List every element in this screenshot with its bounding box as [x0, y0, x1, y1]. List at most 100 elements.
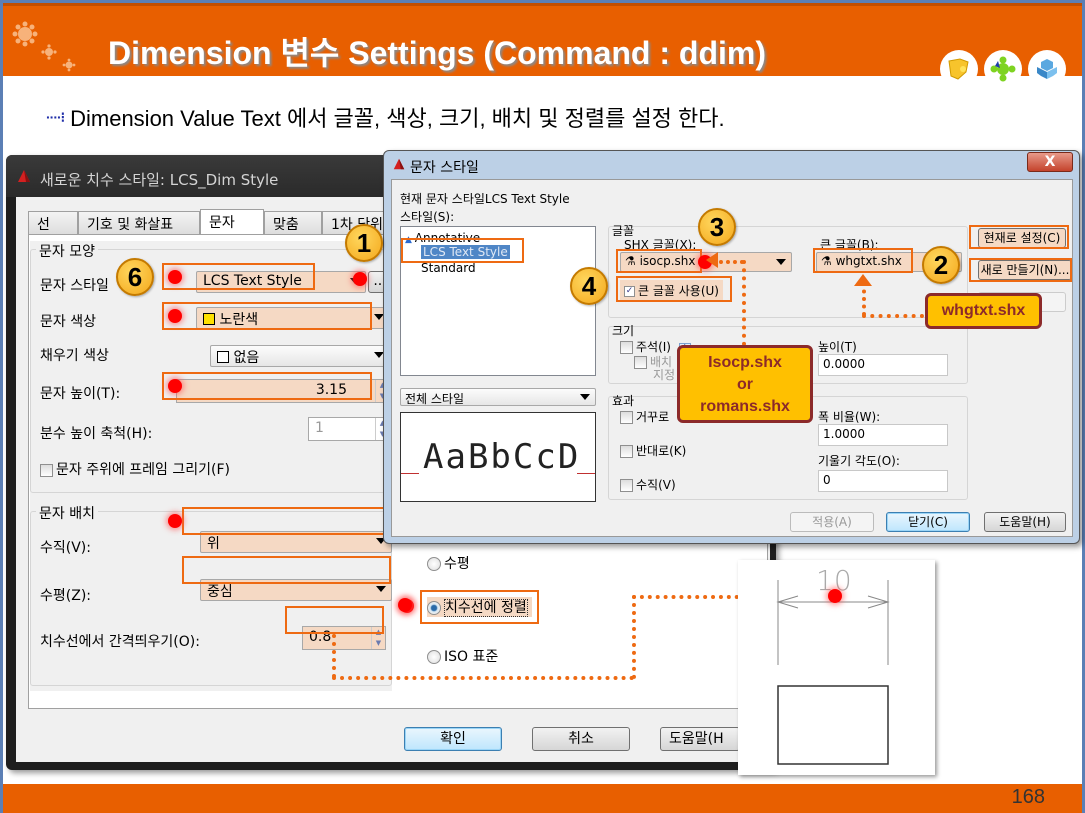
draw-frame-checkbox[interactable]: 문자 주위에 프레임 그리기(F): [40, 459, 230, 479]
tab-symbols-arrows[interactable]: 기호 및 화살표: [78, 211, 200, 235]
oblique-angle-input[interactable]: 0: [818, 470, 948, 492]
red-marker: [168, 270, 182, 284]
highlight-big-font: [813, 248, 913, 273]
horizontal-label: 수평(Z):: [40, 588, 91, 604]
connector-line: [632, 595, 818, 599]
annotative-icon: ▲: [405, 235, 415, 245]
style-item-lcs-text-style[interactable]: LCS Text Style: [421, 245, 510, 259]
spinner-arrows[interactable]: ▲▼: [375, 380, 389, 402]
step-badge-2: 2: [922, 246, 960, 284]
tab-lines[interactable]: 선: [28, 211, 78, 235]
new-style-button[interactable]: 새로 만들기(N)...: [978, 260, 1072, 280]
ok-button[interactable]: 확인: [404, 727, 502, 751]
shx-font-label: SHX 글꼴(X):: [624, 238, 697, 252]
radio-iso-standard[interactable]: ISO 표준: [427, 646, 498, 666]
radio-button-selected[interactable]: [427, 601, 441, 615]
highlight-vertical: [182, 507, 391, 535]
shx-font-icon: ⚗: [625, 254, 640, 268]
height-input[interactable]: 0.0000: [818, 354, 948, 376]
highlight-shx-font: [616, 249, 702, 273]
text-style-dialog-title: 문자 스타일: [410, 160, 479, 176]
slide-subtitle: ····⁝ Dimension Value Text 에서 글꼴, 색상, 크기…: [46, 101, 725, 133]
highlight-lcs-style: [401, 238, 524, 263]
radio-button[interactable]: [427, 650, 441, 664]
radio-button[interactable]: [427, 557, 441, 571]
checkbox-checked[interactable]: ✓: [624, 286, 635, 297]
help-button[interactable]: 도움말(H): [984, 512, 1066, 532]
upside-down-checkbox[interactable]: 거꾸로: [620, 408, 669, 425]
radio-horizontal[interactable]: 수평: [427, 553, 470, 573]
slide-footer: [3, 784, 1082, 813]
highlight-new: [969, 258, 1072, 282]
text-style-label: 문자 스타일: [40, 278, 109, 294]
checkbox[interactable]: [620, 479, 633, 492]
fill-color-dropdown[interactable]: 없음: [210, 345, 390, 367]
checkbox[interactable]: [620, 341, 633, 354]
fraction-height-spinner[interactable]: 1 ▲▼: [308, 417, 390, 441]
dimension-preview: 10: [738, 560, 935, 775]
width-factor-input[interactable]: 1.0000: [818, 424, 948, 446]
connector-line: [862, 282, 866, 316]
highlight-use-big-font: [616, 276, 732, 302]
slide-title: Dimension 변수 Settings (Command : ddim): [108, 35, 767, 71]
close-dialog-button[interactable]: 닫기(C): [886, 512, 970, 532]
tab-text[interactable]: 문자: [200, 209, 264, 235]
chevron-down-icon: [580, 394, 590, 400]
page-number: 168: [1011, 786, 1045, 808]
use-big-font-checkbox[interactable]: ✓큰 글꼴 사용(U): [620, 280, 723, 301]
close-button[interactable]: X: [1027, 152, 1073, 172]
left-settings: 문자 모양 문자 스타일 LCS Text Style ... 문자 색상 노란…: [30, 241, 392, 691]
logo-icons: [940, 50, 1066, 88]
font-group-label: 글꼴: [612, 224, 635, 238]
help-button[interactable]: 도움말(H: [660, 727, 740, 751]
arrowhead-up-icon: [854, 274, 872, 286]
tab-fit[interactable]: 맞춤: [264, 211, 322, 235]
big-font-callout: whgtxt.shx: [925, 293, 1042, 329]
current-style-label: 현재 문자 스타일LCS Text Style: [400, 192, 570, 206]
spinner-arrows[interactable]: ▲▼: [375, 418, 389, 440]
text-style-dropdown[interactable]: LCS Text Style: [196, 271, 366, 293]
vertical-label: 수직(V):: [40, 540, 91, 556]
preview-box: AaBbCcD: [400, 412, 596, 502]
styles-listbox[interactable]: ▲ Annotative LCS Text Style Standard: [400, 226, 596, 376]
tab-bar: 선 기호 및 화살표 문자 맞춤 1차 단위: [28, 209, 392, 235]
styles-label: 스타일(S):: [400, 210, 455, 224]
red-marker: [168, 309, 182, 323]
big-font-icon: ⚗: [821, 254, 836, 268]
arrow-bullet-icon: ····⁝: [46, 108, 65, 125]
cancel-button[interactable]: 취소: [532, 727, 630, 751]
arrowhead-left-icon: [706, 252, 718, 268]
baseline-right: [577, 473, 595, 474]
red-marker: [398, 598, 412, 612]
backwards-checkbox[interactable]: 반대로(K): [620, 442, 686, 459]
chevron-down-icon: [374, 314, 384, 320]
text-height-label: 문자 높이(T):: [40, 386, 121, 402]
highlight-text-style: [162, 263, 315, 290]
step-badge-6: 6: [116, 258, 154, 296]
radio-aligned-with-dim-line[interactable]: 치수선에 정렬: [420, 590, 539, 624]
red-marker: [168, 514, 182, 528]
chevron-down-icon: [776, 259, 786, 265]
connector-line: [742, 260, 746, 346]
vertical-placement-dropdown[interactable]: 위: [200, 531, 392, 553]
checkbox[interactable]: [634, 356, 647, 369]
baseline-left: [401, 473, 419, 474]
connector-line: [712, 260, 744, 264]
connector-line: [332, 676, 634, 680]
offset-from-dim-line-label: 치수선에서 간격띄우기(O):: [40, 634, 200, 650]
checkbox[interactable]: [40, 463, 53, 477]
apply-button[interactable]: 적용(A): [790, 512, 874, 532]
horizontal-placement-dropdown[interactable]: 중심: [200, 579, 392, 601]
style-item-standard[interactable]: Standard: [421, 261, 476, 275]
connector-line: [332, 634, 336, 678]
vertical-checkbox[interactable]: 수직(V): [620, 476, 676, 493]
connector-line: [862, 314, 924, 318]
cube-logo-icon: [1028, 50, 1066, 88]
checkbox[interactable]: [620, 445, 633, 458]
checkbox[interactable]: [620, 411, 633, 424]
style-filter-dropdown[interactable]: 전체 스타일: [400, 388, 596, 406]
flower-decoration-icon: [12, 21, 76, 72]
chevron-down-icon: [374, 352, 384, 358]
